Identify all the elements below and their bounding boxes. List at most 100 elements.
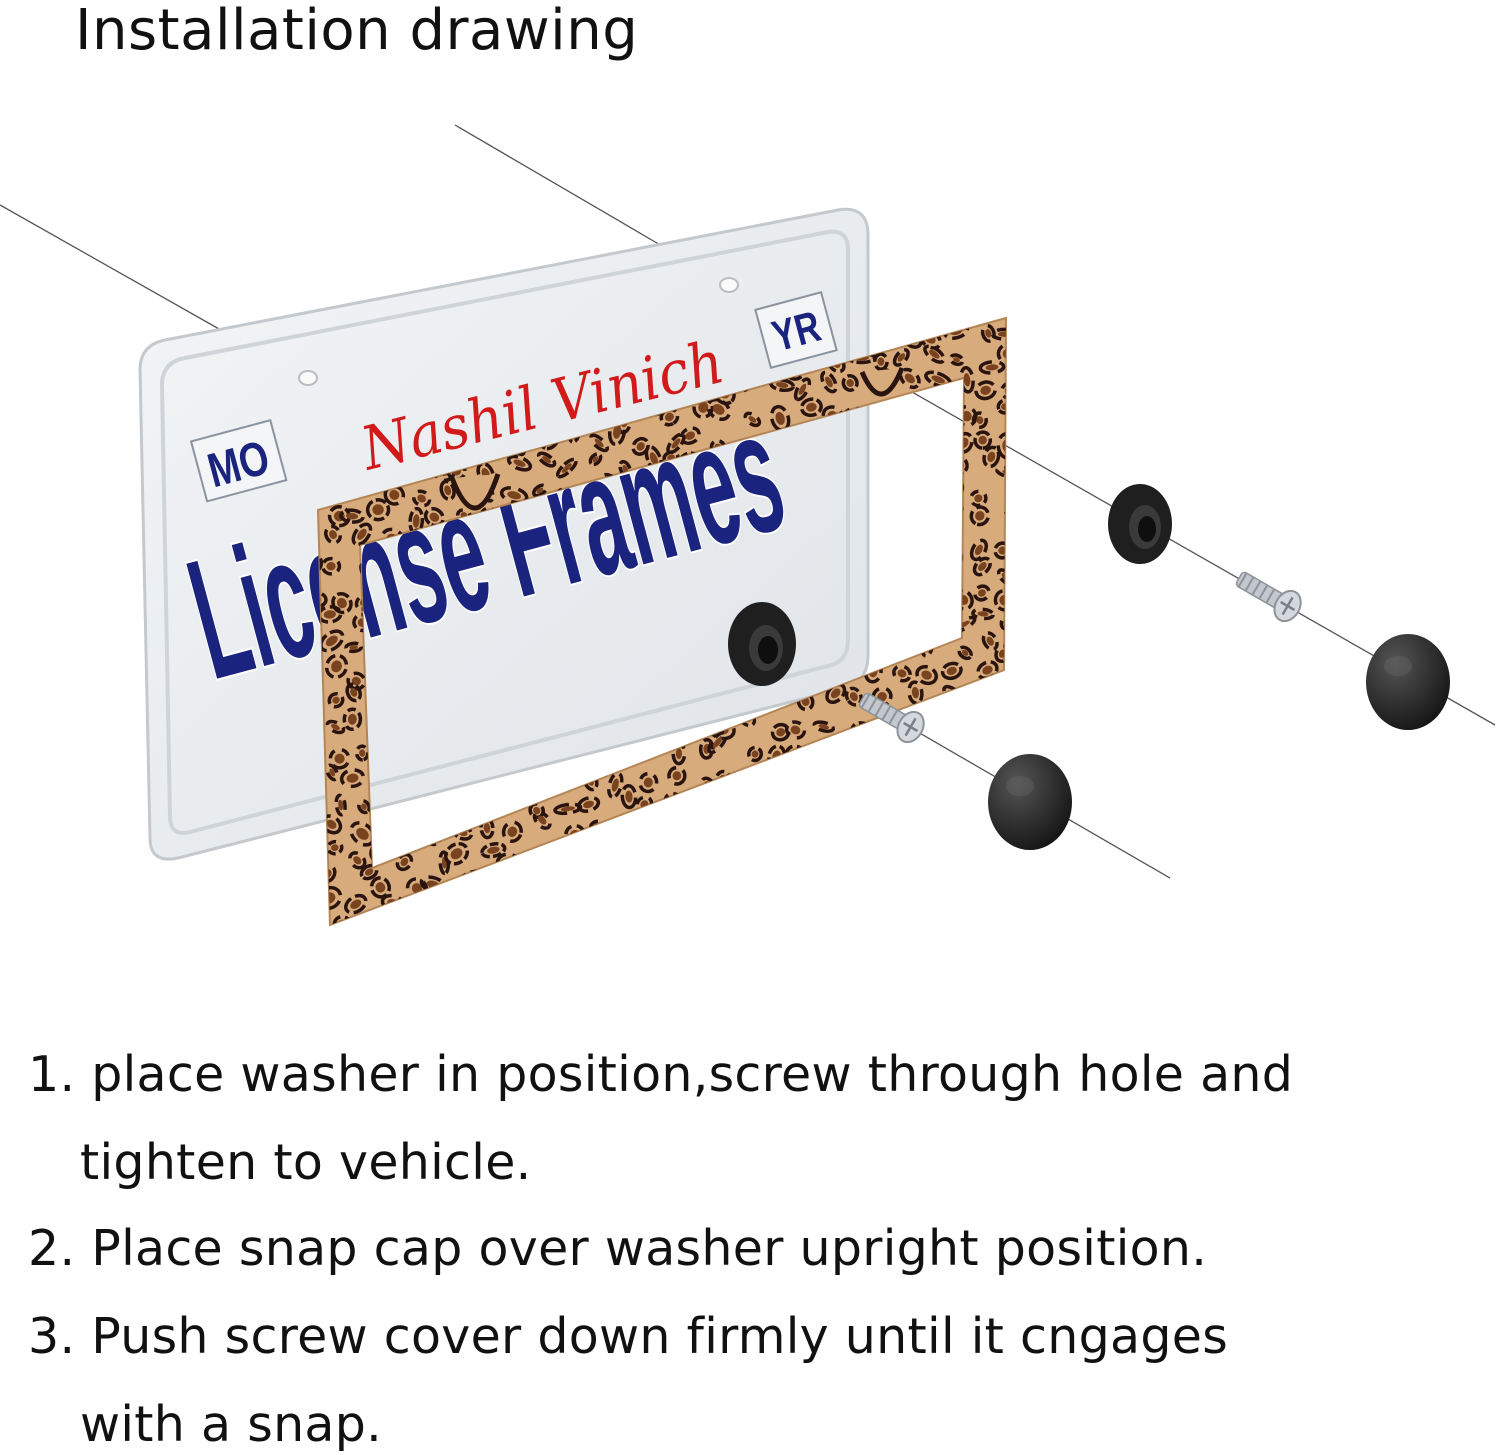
leopard-spot-center — [513, 459, 526, 467]
leopard-spot — [872, 525, 892, 545]
leopard-spot — [547, 860, 575, 886]
leopard-spot — [873, 352, 889, 371]
leopard-spot — [894, 556, 920, 575]
leopard-spot — [925, 582, 943, 611]
leopard-spot — [812, 786, 831, 809]
leopard-spot — [971, 411, 988, 429]
leopard-spot-center — [961, 721, 972, 732]
leopard-spot-center — [977, 611, 989, 617]
leopard-spot-center — [911, 686, 919, 699]
leopard-spot-center — [901, 561, 913, 570]
leopard-spot-center — [593, 875, 603, 888]
leopard-spot — [996, 342, 1006, 365]
leopard-spot-center — [589, 901, 598, 913]
leopard-spot-center — [974, 494, 983, 503]
leopard-spot-center — [485, 934, 499, 948]
leopard-spot-center — [952, 847, 960, 854]
leopard-spot-center — [329, 768, 336, 777]
leopard-spot — [637, 862, 660, 889]
leopard-spot-center — [493, 799, 500, 808]
leopard-spot-center — [954, 902, 969, 913]
leopard-spot-center — [712, 737, 723, 748]
leopard-spot — [839, 772, 856, 793]
leopard-spot — [916, 435, 939, 452]
leopard-spot — [811, 892, 831, 917]
leopard-spot — [969, 538, 989, 562]
leopard-spot — [945, 747, 964, 771]
leopard-spot-center — [375, 846, 386, 857]
leopard-spot-center — [954, 794, 961, 803]
leopard-spot-center — [646, 822, 654, 829]
leopard-spot — [942, 684, 966, 707]
leopard-spot — [698, 738, 715, 760]
leopard-spot-center — [649, 452, 659, 466]
leopard-spot — [928, 734, 952, 760]
leopard-spot-center — [361, 803, 367, 810]
leopard-spot-center — [971, 739, 983, 752]
leopard-spot-center — [980, 886, 993, 892]
leopard-spot — [761, 842, 775, 866]
leopard-spot — [706, 871, 734, 895]
leopard-spot-center — [951, 539, 956, 554]
leopard-spot-center — [775, 382, 789, 388]
leopard-spot — [743, 411, 762, 428]
leopard-spot-center — [963, 373, 971, 387]
leopard-spot-center — [738, 844, 750, 857]
leopard-spot — [799, 812, 819, 833]
leopard-spot — [505, 785, 520, 807]
leopard-spot — [870, 760, 888, 778]
leopard-spot-center — [1001, 403, 1006, 411]
leopard-spot-center — [560, 843, 568, 851]
leopard-spot — [996, 568, 1006, 586]
leopard-spot — [445, 797, 467, 821]
leopard-spot — [964, 733, 990, 759]
leopard-spot — [770, 722, 791, 742]
leopard-spot — [997, 851, 1006, 876]
instruction-step-3: 3. Push screw cover down firmly until it… — [28, 1308, 1229, 1365]
leopard-spot-center — [669, 797, 681, 808]
leopard-spot — [863, 819, 881, 835]
plate-hole — [298, 370, 318, 386]
leopard-spot-center — [615, 823, 627, 832]
leopard-spot-center — [766, 802, 777, 810]
leopard-spot — [687, 790, 705, 813]
leopard-spot — [526, 770, 554, 792]
leopard-spot — [976, 825, 994, 848]
leopard-spot-center — [411, 883, 423, 894]
leopard-spot-center — [873, 556, 882, 567]
leopard-spot — [907, 457, 923, 475]
leopard-spot-center — [930, 589, 938, 604]
leopard-spot-center — [978, 435, 987, 445]
leopard-spot — [671, 906, 689, 923]
washer-icon — [728, 602, 796, 686]
leopard-spot-center — [389, 490, 400, 500]
leopard-spot-center — [338, 799, 344, 811]
leopard-spot-center — [912, 462, 919, 470]
leopard-spot-center — [456, 904, 467, 916]
leopard-spot — [642, 818, 659, 833]
leopard-spot — [934, 851, 950, 868]
leopard-spot-center — [483, 822, 491, 834]
leopard-spot-center — [350, 687, 358, 697]
leopard-spot-center — [987, 451, 996, 463]
leopard-spot — [564, 766, 581, 784]
leopard-spot-center — [720, 801, 730, 811]
leopard-spot-center — [877, 530, 887, 540]
leopard-spot — [401, 931, 417, 945]
leopard-spot-center — [401, 820, 410, 828]
leopard-spot-center — [951, 554, 959, 567]
leopard-spot — [1007, 477, 1029, 499]
leopard-spot-center — [854, 929, 863, 937]
leopard-spot — [499, 900, 519, 920]
leopard-spot — [351, 522, 373, 547]
leopard-spot — [302, 929, 315, 953]
leopard-spot — [872, 437, 891, 456]
leopard-spot — [344, 641, 364, 654]
leopard-spot-center — [978, 589, 986, 597]
leopard-spot — [563, 891, 591, 914]
leopard-spot-center — [947, 880, 961, 889]
leopard-spot-center — [934, 703, 943, 709]
leopard-spot — [894, 869, 911, 892]
leopard-spot-center — [898, 542, 909, 549]
leopard-spot-center — [923, 508, 932, 517]
